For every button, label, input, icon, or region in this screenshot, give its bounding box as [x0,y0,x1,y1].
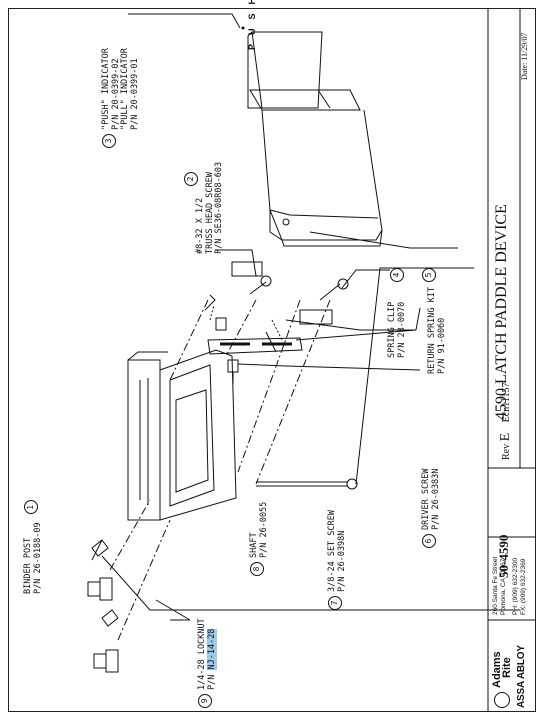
callout-7-balloon: 7 [328,596,342,610]
assa-abloy-brand: ASSA ABLOY [516,645,527,708]
truss-head-screws-part [249,275,349,301]
latch-housing-part [127,349,237,521]
indicator-letter-h: H [247,0,257,4]
driver-screw-part [227,359,239,384]
company-name-2: Rite [501,657,513,678]
indicator-letter-p: P [247,34,257,50]
callout-spring-clip: SPRING CLIP P/N 28-0070 [387,301,407,358]
callout-return-spring-kit: RETURN SPRING KIT P/N 91-0060 [427,287,447,374]
callout-1-line2: P/N 26-0188-09 [32,522,43,594]
callout-2-balloon: 2 [184,172,198,186]
callout-8-line2: P/N 26-0055 [258,501,269,558]
callout-4-balloon: 4 [390,268,404,282]
spring-bracket-part [207,337,303,355]
company-logo: Adams Rite ASSA ABLOY [491,628,527,708]
callout-3-line4: P/N 20-0399-01 [129,58,140,130]
callout-set-screw: 7 3/8-24 SET SCREW P/N 26-0398N [327,510,347,610]
callout-binder-post: BINDER POST P/N 26-0188-09 1 [23,500,43,594]
callout-4-line2: P/N 28-0070 [396,301,407,358]
callout-7-line2: P/N 26-0398N [336,530,347,592]
callout-1-balloon: 1 [24,500,38,515]
callout-push-indicator: 3 "PUSH" INDICATOR P/N 20-0399-02 "PULL"… [101,48,140,148]
company-address: 260 Santa Fe Street Pomona, CA 91767 PH:… [492,557,528,615]
ecn-label: Ecn11157 [501,382,512,423]
callout-9-balloon: 9 [198,694,212,708]
callout-6-line2: P/N 26-0383N [430,468,441,530]
assembly-centerlines [109,299,331,641]
locknuts-part [87,539,119,673]
callout-locknut: 9 1/4-28 LOCKNUT P/N NJ-14-28 [197,618,217,708]
drawing-date: Date: 11/29/07 [520,32,529,80]
callout-truss-head-screw: #8-32 X 1/2 TRUSS HEAD SCREW P/N SE36-08… [195,161,225,254]
phone: PH: (909) 632-2300 [512,557,519,615]
callout-8-balloon: 8 [250,562,264,576]
spring-clips-part [204,261,333,353]
adams-rite-logo-icon [494,692,510,708]
indicator-letter-s: S [247,4,257,20]
address-line-2: Pomona, CA 91767 [500,558,507,615]
callout-5-balloon: 5 [422,268,436,282]
push-indicator-letters: PUSH [247,0,257,50]
rev-value: E [498,432,513,442]
callout-5-line2: P/N 91-0060 [436,317,447,374]
address-line-1: 260 Santa Fe Street [492,556,499,615]
rev-label: Rev [501,443,512,460]
callout-9-pn-prefix: P/N [206,669,217,690]
shaft-part [256,478,358,490]
callout-3-balloon: 3 [102,134,116,148]
fax: FX: (909) 632-2369 [520,558,527,615]
callout-9-pn-highlighted[interactable]: NJ-14-28 [206,628,217,670]
leader-lines [91,13,520,621]
drawing-frame [8,8,536,712]
callout-shaft: 8 SHAFT P/N 26-0055 [249,501,269,576]
callout-driver-screw: 6 DRIVER SCREW P/N 26-0383N [421,468,441,548]
indicator-letter-u: U [247,19,257,35]
callout-6-balloon: 6 [422,534,436,548]
callout-2-line3: P/N SE36-08R08-603 [214,161,224,254]
push-indicator-part [247,31,383,247]
